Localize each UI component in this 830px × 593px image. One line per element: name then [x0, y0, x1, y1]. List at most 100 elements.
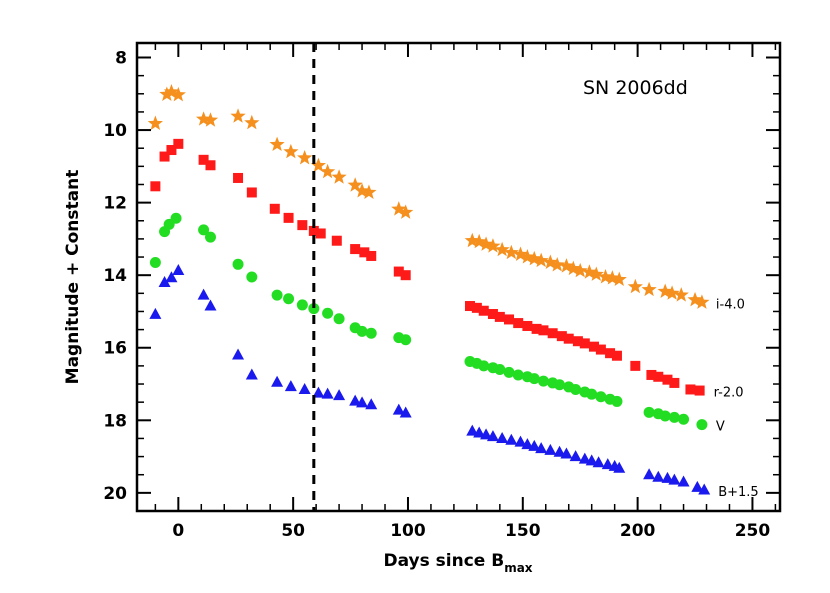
- data-point-circle: [283, 293, 295, 305]
- x-tick-label: 250: [735, 521, 771, 541]
- data-point-star: [170, 86, 186, 102]
- x-tick-label: 0: [172, 521, 184, 541]
- data-point-circle: [668, 411, 680, 423]
- data-point-star: [641, 281, 657, 297]
- data-point-star: [230, 108, 246, 123]
- data-point-circle: [611, 395, 623, 407]
- series-label: r-2.0: [714, 386, 744, 401]
- data-point-triangle: [592, 456, 605, 468]
- data-point-star: [202, 112, 219, 127]
- data-point-square: [522, 320, 533, 331]
- data-point-star: [565, 260, 581, 276]
- series-label: B+1.5: [718, 485, 759, 500]
- data-point-square: [315, 228, 326, 239]
- data-point-triangle: [521, 438, 534, 450]
- data-point-star: [320, 163, 336, 179]
- data-point-triangle: [197, 288, 210, 300]
- data-point-square: [513, 318, 524, 329]
- data-point-circle: [232, 258, 244, 270]
- data-point-circle: [586, 388, 598, 400]
- data-point-square: [538, 325, 549, 336]
- data-point-square: [605, 348, 616, 359]
- data-point-triangle: [528, 439, 541, 451]
- data-point-square: [150, 181, 161, 192]
- data-point-triangle: [149, 307, 162, 319]
- x-axis-label: Days since Bmax: [383, 551, 532, 575]
- data-point-triangle: [535, 442, 548, 454]
- y-tick-label: 8: [115, 49, 127, 69]
- data-point-square: [504, 314, 515, 325]
- data-point-square: [331, 235, 342, 246]
- data-point-triangle: [691, 480, 704, 492]
- data-point-star: [391, 201, 407, 216]
- data-point-square: [630, 360, 641, 371]
- data-point-star: [163, 83, 180, 99]
- data-point-triangle: [486, 430, 499, 442]
- data-point-star: [664, 285, 680, 300]
- x-tick-label: 50: [281, 521, 305, 541]
- data-point-triangle: [553, 445, 566, 457]
- x-axis-label-subscript: max: [504, 561, 533, 575]
- data-point-circle: [170, 212, 182, 224]
- data-point-square: [400, 270, 411, 281]
- data-point-triangle: [560, 447, 573, 459]
- data-point-triangle: [473, 426, 486, 438]
- data-point-triangle: [365, 398, 378, 410]
- data-point-circle: [204, 231, 216, 243]
- data-point-square: [662, 374, 673, 385]
- data-point-square: [694, 385, 705, 396]
- data-point-star: [485, 238, 501, 253]
- data-point-star: [494, 241, 510, 257]
- data-point-square: [685, 384, 696, 395]
- data-point-star: [147, 115, 163, 131]
- data-point-circle: [356, 325, 368, 337]
- data-point-triangle: [321, 387, 334, 399]
- data-point-star: [687, 291, 703, 307]
- data-point-circle: [322, 307, 334, 319]
- data-point-star: [283, 143, 299, 159]
- data-point-square: [588, 341, 599, 352]
- data-point-circle: [246, 271, 258, 283]
- data-point-star: [503, 244, 519, 260]
- data-point-square: [563, 333, 574, 344]
- data-point-star: [694, 294, 710, 309]
- data-point-triangle: [585, 454, 598, 466]
- plot-frame: [135, 41, 782, 513]
- data-point-star: [673, 287, 689, 302]
- data-point-circle: [365, 327, 377, 339]
- data-point-star: [512, 246, 529, 261]
- data-point-triangle: [204, 299, 217, 311]
- data-point-triangle: [172, 263, 185, 275]
- data-point-triangle: [677, 475, 690, 487]
- data-point-triangle: [392, 403, 405, 415]
- data-point-triangle: [643, 468, 656, 480]
- x-tick-label: 100: [390, 521, 426, 541]
- data-point-triangle: [578, 452, 591, 464]
- data-point-circle: [570, 383, 582, 395]
- data-point-star: [549, 257, 565, 272]
- data-point-square: [547, 328, 558, 339]
- data-point-square: [173, 138, 184, 149]
- data-point-triangle: [652, 470, 665, 482]
- data-point-star: [581, 264, 597, 279]
- data-point-triangle: [312, 386, 325, 398]
- series-label: i-4.0: [716, 297, 745, 312]
- data-point-triangle: [668, 473, 681, 485]
- data-point-star: [464, 232, 480, 248]
- data-point-circle: [478, 360, 490, 372]
- data-point-star: [471, 233, 487, 249]
- data-point-square: [595, 344, 606, 355]
- data-point-square: [166, 145, 177, 156]
- data-point-star: [159, 86, 175, 101]
- data-point-triangle: [698, 483, 711, 495]
- series-labels: i-4.0r-2.0VB+1.5: [714, 297, 759, 500]
- data-point-triangle: [333, 389, 346, 401]
- data-marks: [147, 83, 711, 495]
- data-point-triangle: [245, 368, 258, 380]
- data-point-square: [464, 301, 475, 312]
- data-point-square: [308, 225, 319, 236]
- data-point-star: [361, 184, 377, 199]
- y-tick-label: 10: [103, 121, 127, 141]
- data-point-star: [572, 262, 588, 278]
